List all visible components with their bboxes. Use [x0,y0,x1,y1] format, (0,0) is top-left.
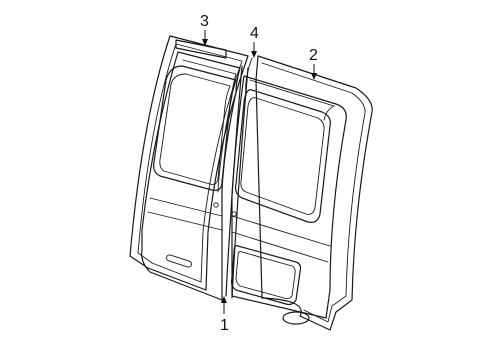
callout-2-label: 2 [309,47,318,64]
left-door-panel [141,51,241,301]
callout-2-arrowhead [311,73,317,80]
outer-seal-left [129,35,249,291]
callout-2: 2 [309,47,318,80]
callout-3: 3 [200,13,209,46]
outer-seal-right [255,55,373,331]
callout-1: 1 [220,296,229,334]
right-door-panel [230,75,347,325]
callout-4: 4 [250,25,259,58]
callout-1-label: 1 [220,317,229,334]
callout-4-label: 4 [250,25,259,42]
callout-1-arrowhead [221,296,227,303]
callout-4-arrowhead [251,51,257,58]
callout-3-arrowhead [202,39,208,46]
callout-3-label: 3 [200,13,209,30]
top-seal-strip [175,39,227,59]
center-seal [225,57,253,299]
